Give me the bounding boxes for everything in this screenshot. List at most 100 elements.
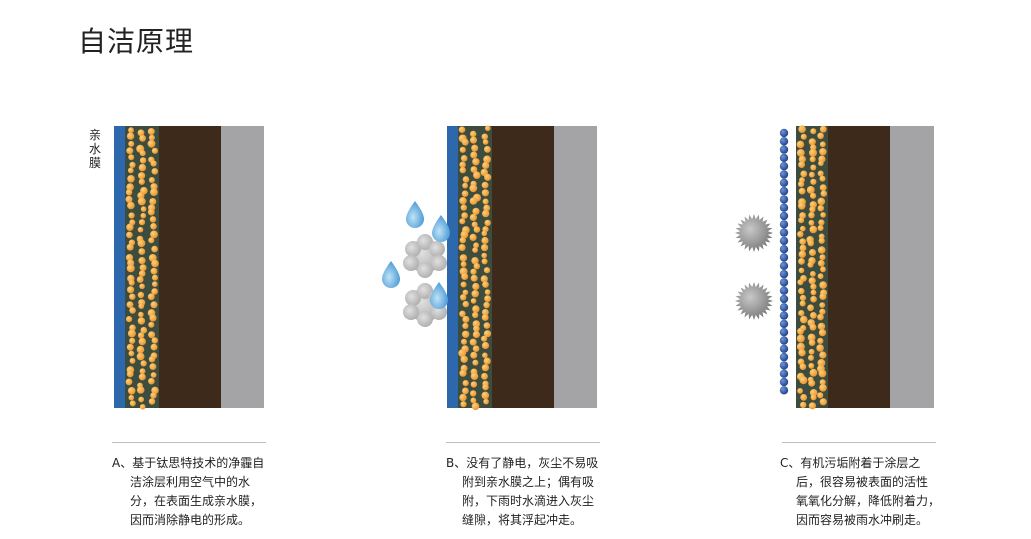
particle [128,212,135,219]
particle [470,268,477,275]
particle [797,327,804,335]
particle [798,349,806,357]
particle [819,351,827,359]
active-oxygen-icon [779,128,789,138]
particle [138,219,146,226]
particle [473,171,481,179]
particle [139,134,147,142]
active-oxygen-icon [779,153,789,163]
particle [150,372,157,378]
particle [810,312,817,319]
active-oxygen-icon [779,195,789,204]
particle [459,197,467,205]
particle [150,183,158,191]
particle [462,322,469,329]
particle [483,267,491,274]
particle [483,330,492,338]
particle [481,181,489,189]
particle [148,134,155,141]
particle [470,372,479,381]
substrate-layer [828,126,890,408]
particle [458,349,467,358]
particle [820,212,826,218]
particle [482,281,489,288]
active-oxygen-column [779,128,789,395]
particle [126,343,134,351]
particle [137,317,146,325]
particle [809,201,817,209]
particle [817,197,826,206]
particle [482,139,489,145]
particle [126,132,135,140]
particle [819,379,826,386]
active-oxygen-icon [779,137,789,146]
particle [126,316,133,323]
particle [459,218,466,225]
particle [799,244,807,252]
particle [809,249,816,256]
particle [126,147,134,155]
particle [148,177,155,183]
particle [810,164,817,171]
particle [459,254,468,262]
particle [147,208,155,216]
particle [460,355,468,363]
particle [819,148,827,156]
particle [126,223,134,231]
particle [137,192,145,200]
particle [461,190,469,197]
particle [817,322,826,331]
particle [138,337,146,346]
substrate-layer [492,126,554,408]
particle [819,125,827,133]
particle [462,289,469,296]
particle [152,274,158,281]
particle [809,389,818,397]
dust-cloud-icon [403,234,447,278]
particle [472,207,480,215]
particle [483,301,490,309]
particle [799,363,807,371]
particle [125,378,133,386]
particle [151,245,158,253]
particle [796,140,805,149]
particle [152,281,158,287]
water-drop-icon [406,201,424,228]
particle [470,351,478,359]
particle [807,240,814,247]
particle [817,132,824,140]
particle [148,398,156,405]
dirt-particle-icon [735,214,773,252]
particle [458,244,466,251]
particle [129,161,136,168]
active-oxygen-icon [779,361,789,370]
particle [481,341,490,350]
caption-rule-a [112,442,266,443]
particle [460,281,467,288]
base-layer [221,126,264,408]
particle [483,155,491,164]
particle [799,212,806,219]
active-oxygen-icon [779,178,789,187]
particle [482,308,489,316]
particle [817,273,824,280]
particle [137,197,146,206]
particle [126,183,134,191]
particle [817,337,824,344]
particle [138,373,146,381]
particle [138,257,146,265]
particle [817,205,824,212]
particle [471,290,479,298]
particle [819,175,826,182]
particle [140,212,147,219]
particle [808,348,815,355]
particle [482,383,489,391]
particle [128,394,135,401]
particle [460,204,467,211]
panel-c [735,125,934,410]
particle [128,154,135,161]
particle [809,323,817,331]
particle [128,127,134,134]
particle [818,237,825,244]
particle [810,295,817,303]
